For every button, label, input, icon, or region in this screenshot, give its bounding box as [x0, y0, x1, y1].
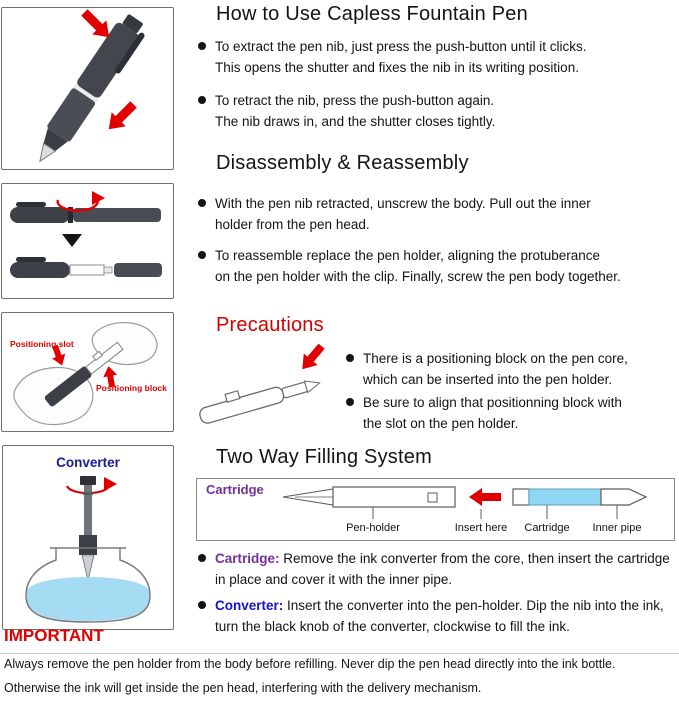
section-title-precautions: Precautions [216, 314, 324, 336]
positioning-slot-label: Positioning slot [10, 339, 74, 349]
instruction-bullet: There is a positioning block on the pen … [346, 348, 658, 390]
capless-pen [39, 14, 145, 163]
instruction-bullet: Cartridge: Remove the ink converter from… [198, 548, 674, 590]
instruction-bullet: Converter: Insert the converter into the… [198, 595, 674, 637]
pen-extract-drawing [39, 9, 145, 163]
bullet-text: Be sure to align that positionning block… [363, 395, 622, 431]
bullet-text: To retract the nib, press the push-butto… [215, 93, 496, 129]
bullet-dot [346, 398, 354, 406]
bullet-text: To reassemble replace the pen holder, al… [215, 248, 621, 284]
insert-arrow-icon [469, 488, 501, 506]
label-inner-pipe: Inner pipe [593, 522, 642, 534]
pen-disassembly-illustration [1, 183, 174, 299]
bullet-dot [198, 601, 206, 609]
section-title-how-to-use: How to Use Capless Fountain Pen [216, 3, 528, 25]
pen-core-illustration [190, 343, 342, 439]
important-title: IMPORTANT [4, 626, 104, 645]
block-arrow-icon [103, 366, 118, 388]
bullet-text: There is a positioning block on the pen … [363, 351, 628, 387]
cartridge-lead: Cartridge: [215, 551, 280, 566]
press-arrow-icon [81, 9, 110, 38]
positioning-drawing: Positioning slot Positioning block [10, 322, 167, 426]
bullet-text: To extract the pen nib, just press the p… [215, 39, 587, 75]
positioning-illustration: Positioning slot Positioning block [1, 312, 174, 432]
inner-pipe-shape [600, 488, 648, 506]
bullet-dot [198, 199, 206, 207]
converter-lead: Converter: [215, 598, 284, 613]
converter-label: Converter [56, 455, 120, 470]
bullet-dot [198, 42, 206, 50]
bullet-text: Converter: Insert the converter into the… [215, 595, 674, 637]
pen-disassembly-drawing [10, 191, 162, 278]
important-line: Otherwise the ink will get inside the pe… [4, 681, 482, 695]
positioning-block-label: Positioning block [96, 383, 167, 393]
section-title-filling: Two Way Filling System [216, 446, 432, 468]
label-cartridge: Cartridge [524, 522, 569, 534]
filling-diagram-drawing: Pen-holder Insert here Cartridge Inner p… [282, 486, 648, 534]
down-triangle-icon [62, 234, 82, 247]
instruction-bullet: To reassemble replace the pen holder, al… [198, 245, 676, 287]
section-title-disassembly: Disassembly & Reassembly [216, 152, 469, 174]
bullet-dot [198, 96, 206, 104]
pen-core-drawing [199, 343, 325, 424]
bullet-text: With the pen nib retracted, unscrew the … [215, 196, 591, 232]
bottle-outline [25, 548, 151, 623]
unscrew-rotation-arrow-icon [56, 197, 99, 212]
divider [0, 653, 679, 654]
ink [27, 577, 149, 621]
converter-filling-illustration: Converter [2, 445, 174, 630]
important-line: Always remove the pen holder from the bo… [4, 657, 616, 671]
bullet-dot [198, 251, 206, 259]
slot-arrow-icon [52, 344, 66, 366]
cartridge-text: Remove the ink converter from the core, … [215, 551, 670, 587]
instruction-bullet: Be sure to align that positionning block… [346, 392, 658, 434]
label-pen-holder: Pen-holder [346, 522, 400, 534]
block-pointer-arrow-icon [302, 343, 325, 370]
cartridge-shape [528, 488, 602, 506]
pen-push-button-illustration [1, 7, 174, 170]
diagram-heading-cartridge: Cartridge [206, 482, 264, 497]
nib-extend-arrow-icon [108, 101, 137, 130]
positioning-block-shape [224, 390, 241, 403]
bullet-dot [346, 354, 354, 362]
bullet-text: Cartridge: Remove the ink converter from… [215, 548, 674, 590]
instruction-bullet: To extract the pen nib, just press the p… [198, 36, 668, 78]
label-insert-here: Insert here [455, 522, 508, 534]
pen-holder-shape [332, 486, 456, 508]
pen-core-and-holder [44, 341, 124, 407]
filling-diagram: Pen-holder Insert here Cartridge Inner p… [196, 478, 675, 541]
ink-bottle-drawing [25, 476, 151, 623]
converter-text: Insert the converter into the pen-holder… [215, 598, 664, 634]
instruction-bullet: To retract the nib, press the push-butto… [198, 90, 668, 132]
instruction-bullet: With the pen nib retracted, unscrew the … [198, 193, 668, 235]
bullet-dot [198, 554, 206, 562]
